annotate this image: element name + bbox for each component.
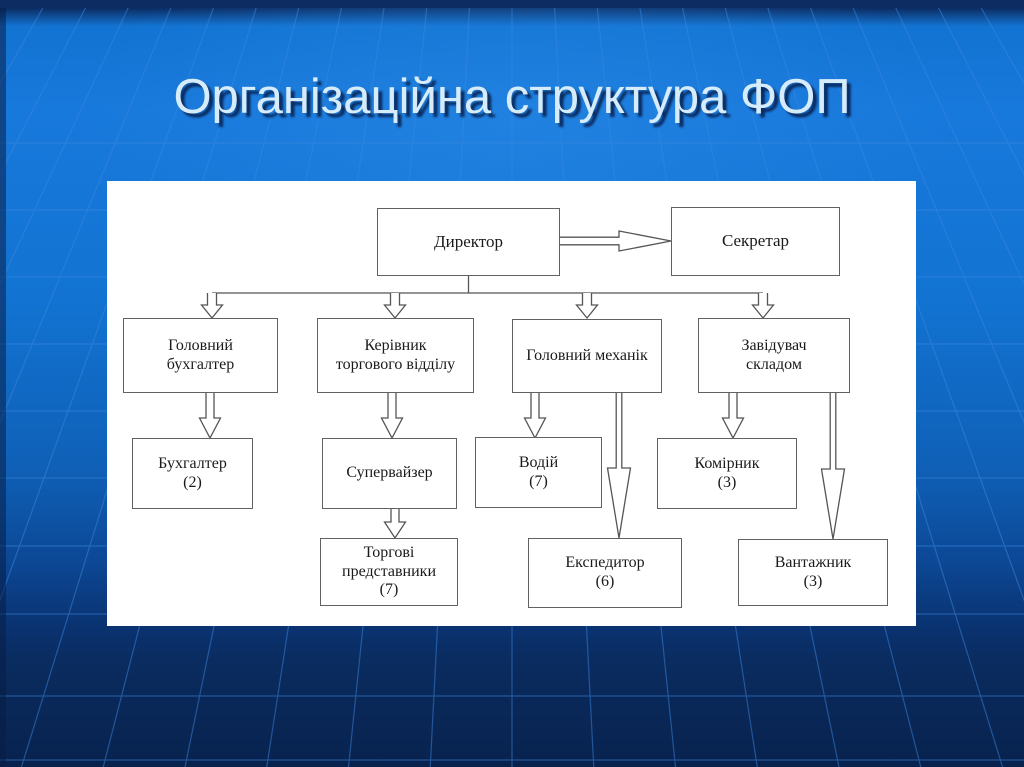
node-warehouse-manager-label: Завідувач складом [741, 336, 807, 373]
node-loader-count: (3) [803, 572, 823, 590]
node-chief-accountant: Головний бухгалтер [123, 318, 278, 393]
node-director: Директор [377, 208, 560, 276]
node-head-of-trade-department: Керівник торгового відділу [317, 318, 474, 393]
node-warehouse-manager: Завідувач складом [698, 318, 850, 393]
top-border-strip [0, 0, 1024, 8]
arrow-rail-warehouse [751, 293, 775, 320]
arrow-supervisor [380, 393, 404, 440]
node-sales-representatives-label: Торгові представники [342, 543, 436, 580]
arrow-rail-chief-mechanic [575, 293, 599, 320]
node-storekeeper-label: Комірник [694, 454, 760, 472]
node-driver-label: Водій [518, 453, 559, 471]
arrow-forwarder [606, 393, 632, 539]
node-loader-label: Вантажник [774, 553, 852, 571]
arrow-rail-trade-head [383, 293, 407, 320]
node-supervisor-label: Супервайзер [346, 464, 433, 482]
node-sales-representatives: Торгові представники (7) [320, 538, 458, 606]
arrow-director-secretary [560, 230, 672, 252]
node-chief-accountant-label: Головний бухгалтер [166, 336, 235, 373]
node-secretary: Секретар [671, 207, 840, 276]
node-sales-representatives-count: (7) [379, 581, 399, 599]
slide-title: Організаційна структура ФОП [173, 70, 851, 124]
node-forwarder-label: Експедитор [565, 554, 645, 572]
node-forwarder: Експедитор (6) [528, 538, 682, 608]
node-head-of-trade-department-label: Керівник торгового відділу [335, 336, 456, 373]
node-accountant: Бухгалтер (2) [132, 438, 253, 509]
arrow-rail-chief-accountant [200, 293, 224, 320]
node-chief-mechanic-label: Головний механік [526, 346, 648, 364]
node-accountant-label: Бухгалтер [158, 454, 227, 472]
arrow-loader [820, 393, 846, 540]
node-loader: Вантажник (3) [738, 539, 888, 606]
node-driver-count: (7) [529, 472, 548, 490]
arrow-storekeeper [721, 393, 745, 440]
node-secretary-label: Секретар [721, 231, 790, 251]
node-storekeeper: Комірник (3) [657, 438, 797, 509]
arrow-accountant [198, 393, 222, 440]
node-accountant-count: (2) [183, 473, 202, 491]
node-supervisor: Супервайзер [322, 438, 457, 509]
node-storekeeper-count: (3) [717, 473, 737, 491]
node-driver: Водій (7) [475, 437, 602, 508]
org-chart-panel: Директор Секретар Головний бухгалтер Кер… [107, 181, 916, 626]
node-forwarder-count: (6) [595, 573, 615, 590]
arrow-sales-representatives [383, 509, 407, 540]
node-chief-mechanic: Головний механік [512, 319, 662, 393]
arrow-driver [523, 393, 547, 440]
left-border-strip [0, 8, 6, 767]
node-director-label: Директор [434, 231, 503, 251]
